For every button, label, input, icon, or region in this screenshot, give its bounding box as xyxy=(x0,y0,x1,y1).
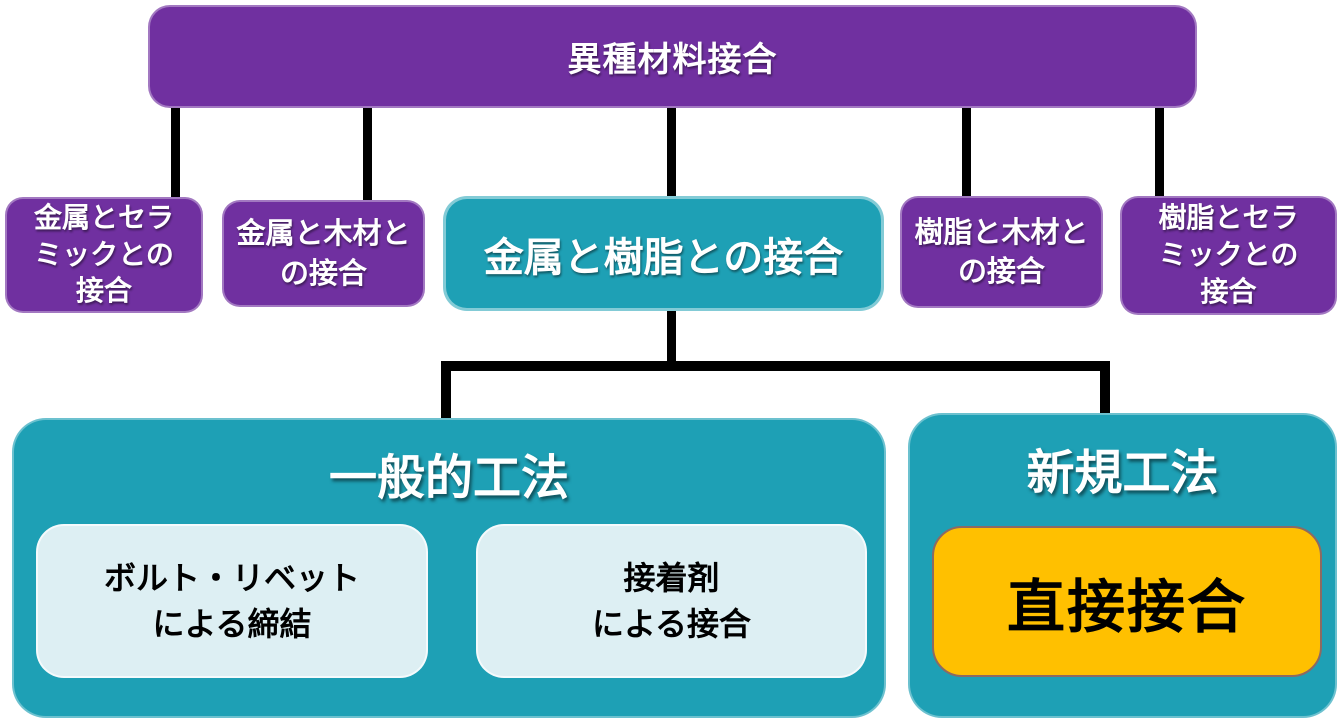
branch-box-metal-resin: 金属と樹脂との接合 xyxy=(443,196,884,311)
root-box-dissimilar-material-joining: 異種材料接合 xyxy=(148,5,1197,108)
branch-box-resin-ceramic: 樹脂とセラ ミックとの 接合 xyxy=(1120,196,1337,315)
connector-line-5 xyxy=(1155,108,1164,196)
method-box-adhesive-joining: 接着剤 による接合 xyxy=(476,524,867,678)
branch-box-metal-ceramic: 金属とセラ ミックとの 接合 xyxy=(5,197,203,313)
connector-horizontal-bar xyxy=(441,361,1110,371)
connector-drop-left xyxy=(441,361,451,418)
connector-drop-right xyxy=(1100,361,1110,413)
branch-box-resin-wood: 樹脂と木材と の接合 xyxy=(900,196,1103,308)
connector-line-1 xyxy=(171,108,180,198)
branch-box-metal-wood: 金属と木材と の接合 xyxy=(222,200,425,307)
group-general-methods-title: 一般的工法 xyxy=(328,450,569,506)
connector-line-4 xyxy=(962,108,971,196)
method-box-direct-joining-highlight: 直接接合 xyxy=(932,526,1322,677)
method-box-bolt-rivet-fastening: ボルト・リベット による締結 xyxy=(36,524,428,678)
connector-stub-center xyxy=(667,311,676,366)
connector-line-2 xyxy=(363,108,372,200)
connector-line-3 xyxy=(667,108,676,196)
group-new-method-title: 新規工法 xyxy=(1026,445,1219,501)
